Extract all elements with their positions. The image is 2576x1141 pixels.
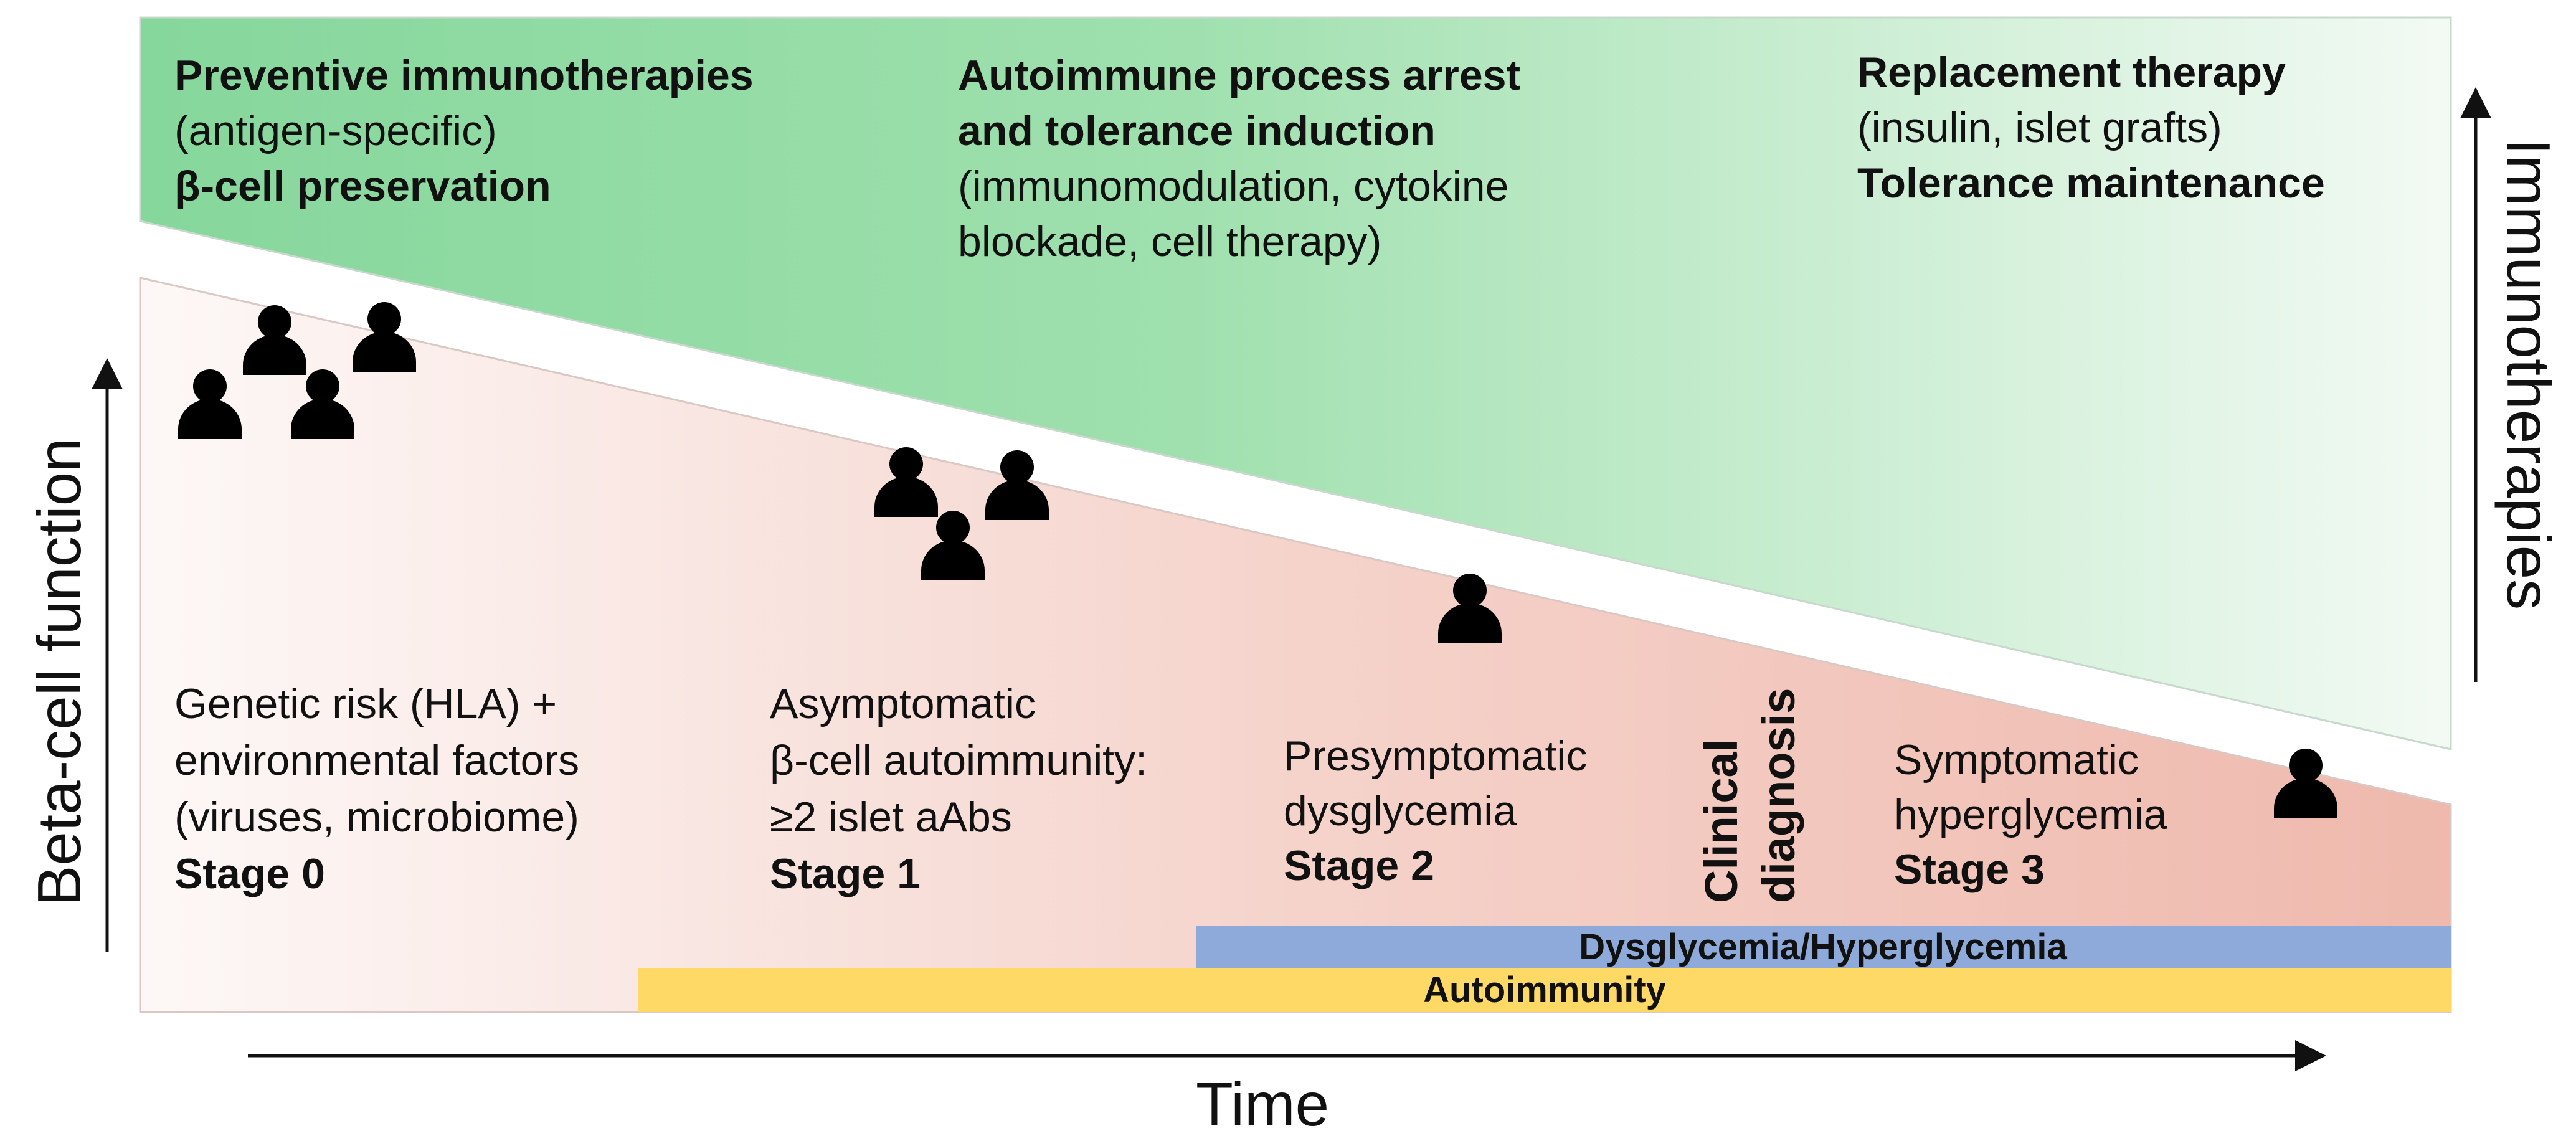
person-icon: [874, 447, 938, 517]
replacement-detail: (insulin, islet grafts): [1857, 104, 2222, 151]
stage-3-line1: Symptomatic: [1894, 736, 2139, 784]
preventive-subtitle: β-cell preservation: [174, 163, 551, 210]
arrest-detail-line1: (immunomodulation, cytokine: [958, 163, 1509, 210]
stage-2-line2: dysglycemia: [1284, 787, 1517, 835]
stage-0-block: Genetic risk (HLA) + environmental facto…: [174, 676, 579, 902]
dysglycemia-bar-label: Dysglycemia/Hyperglycemia: [1579, 927, 2067, 967]
preventive-therapy-block: Preventive immunotherapies (antigen-spec…: [174, 48, 754, 214]
x-axis-label: Time: [1196, 1070, 1330, 1139]
person-icon: [2274, 749, 2337, 818]
person-icon: [921, 511, 985, 580]
stage-3-block: Symptomatic hyperglycemia Stage 3: [1894, 732, 2167, 897]
stage-1-label: Stage 1: [770, 850, 921, 897]
stage-2-line1: Presymptomatic: [1284, 732, 1588, 780]
y-right-axis-label: Immunotherapies: [2494, 138, 2563, 610]
stage-0-line2: environmental factors: [174, 737, 580, 784]
clinical-diagnosis-line1: Clinical: [1695, 739, 1747, 903]
replacement-subtitle: Tolerance maintenance: [1857, 159, 2325, 207]
stage-1-line2: β-cell autoimmunity:: [770, 737, 1147, 784]
autoimmunity-bar: [638, 968, 2451, 1012]
immunotherapies-region: [139, 16, 2452, 750]
stage-0-line3: (viruses, microbiome): [174, 793, 579, 841]
arrest-detail-line2: blockade, cell therapy): [958, 218, 1382, 265]
preventive-detail: (antigen-specific): [174, 107, 497, 154]
person-icon: [178, 369, 242, 439]
stage-3-line2: hyperglycemia: [1894, 791, 2167, 838]
stage-1-line3: ≥2 islet aAbs: [770, 793, 1012, 841]
clinical-diagnosis-label: Clinical diagnosis: [1693, 688, 1807, 903]
person-icon: [243, 305, 306, 375]
arrest-title-line2: and tolerance induction: [958, 107, 1436, 154]
person-icon: [1438, 574, 1502, 643]
stage-0-label: Stage 0: [174, 850, 325, 897]
person-icon: [985, 450, 1049, 520]
stage-2-block: Presymptomatic dysglycemia Stage 2: [1284, 729, 1587, 893]
preventive-title: Preventive immunotherapies: [174, 52, 754, 99]
y-left-axis-label: Beta-cell function: [25, 438, 93, 906]
replacement-therapy-block: Replacement therapy (insulin, islet graf…: [1857, 45, 2325, 211]
stage-1-block: Asymptomatic β-cell autoimmunity: ≥2 isl…: [770, 676, 1147, 902]
person-icon: [353, 302, 416, 372]
stage-3-label: Stage 3: [1894, 846, 2045, 893]
stage-2-label: Stage 2: [1284, 842, 1434, 889]
replacement-title: Replacement therapy: [1857, 49, 2286, 96]
dysglycemia-bar: [1196, 926, 2451, 968]
arrest-title-line1: Autoimmune process arrest: [958, 52, 1521, 99]
person-icon: [291, 369, 354, 439]
stage-0-line1: Genetic risk (HLA) +: [174, 680, 557, 727]
clinical-diagnosis-line2: diagnosis: [1753, 688, 1804, 903]
autoimmunity-bar-label: Autoimmunity: [1423, 970, 1666, 1010]
stage-1-line1: Asymptomatic: [770, 680, 1036, 727]
arrest-therapy-block: Autoimmune process arrest and tolerance …: [958, 48, 1520, 270]
